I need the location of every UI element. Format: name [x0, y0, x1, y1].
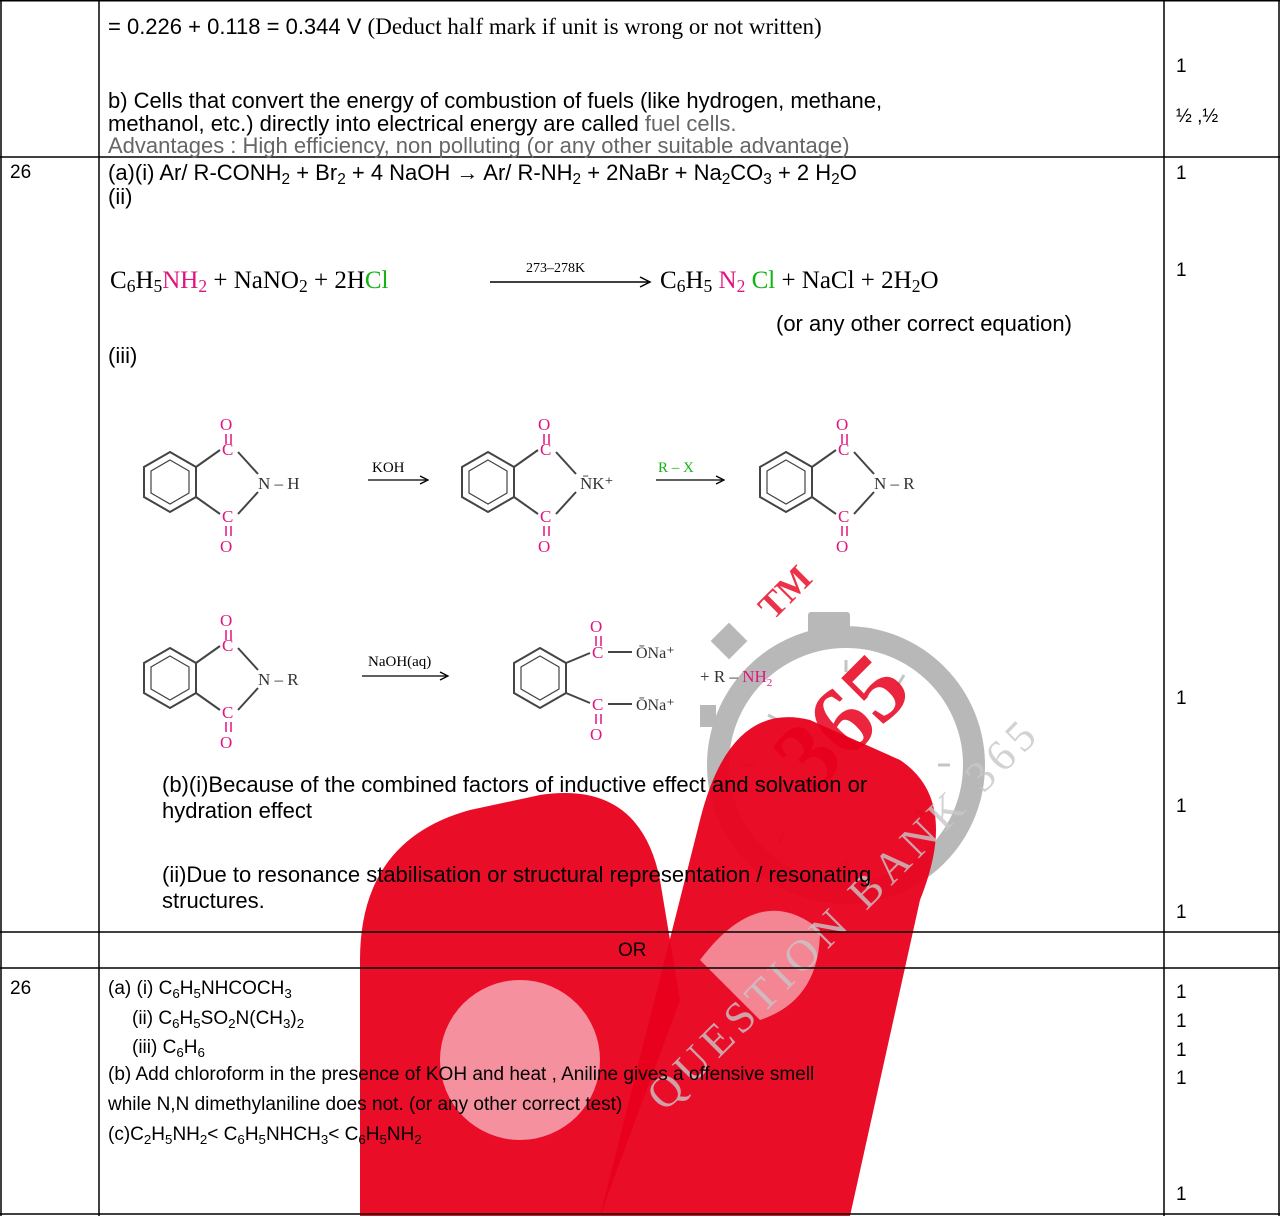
reaction-arrow: 273–278K: [490, 261, 652, 288]
basicity-reason-line2: hydration effect: [162, 798, 313, 823]
svg-text:NaOH(aq): NaOH(aq): [368, 654, 431, 670]
mark: 1: [1176, 260, 1187, 281]
svg-text:ŌNa⁺: ŌNa⁺: [636, 645, 675, 662]
basicity-order: (c)C2H5NH2< C6H5NHCH3< C6H5NH2: [108, 1124, 422, 1147]
carbylamine-test-line2: while N,N dimethylaniline does not. (or …: [108, 1094, 623, 1115]
svg-text:N – R: N – R: [258, 670, 299, 689]
mark: 1: [1176, 796, 1187, 817]
mark: 1: [1176, 56, 1187, 77]
mark: 1: [1176, 982, 1187, 1003]
part-ii-label: (ii): [108, 184, 133, 209]
part-iii-label: (iii): [108, 343, 138, 368]
mark: ½ ,½: [1176, 106, 1219, 127]
fuel-cell-advantages: Advantages : High efficiency, non pollut…: [108, 133, 850, 158]
svg-text:N – R: N – R: [874, 474, 915, 493]
mark: 1: [1176, 1184, 1187, 1205]
basicity-reason-line1: (b)(i)Because of the combined factors of…: [162, 772, 868, 797]
mark: 1: [1176, 1040, 1187, 1061]
mark: 1: [1176, 902, 1187, 923]
svg-text:O: O: [590, 617, 602, 636]
resonance-reason-line1: (ii)Due to resonance stabilisation or st…: [162, 862, 872, 887]
product-benzene: (iii) C6H6: [132, 1037, 205, 1060]
gabriel-synthesis-diagram: C C O O N – H KOH N̄K⁺ R – X N – R N – R…: [100, 400, 915, 760]
question-number: 26: [10, 162, 32, 183]
product-sulphonamide: (ii) C6H5SO2N(CH3)2: [132, 1008, 305, 1031]
hofmann-equation: (a)(i) Ar/ R-CONH2 + Br2 + 4 NaOH → Ar/ …: [108, 160, 857, 188]
alt-equation-note: (or any other correct equation): [776, 311, 1072, 336]
or-separator: OR: [618, 940, 647, 961]
mark: 1: [1176, 1068, 1187, 1089]
svg-text:+ R – NH2: + R – NH2: [700, 667, 772, 689]
diazonium-product: C6H5 N2 Cl + NaCl + 2H2O: [660, 267, 939, 296]
question-number: 26: [10, 978, 32, 999]
mark: 1: [1176, 1011, 1187, 1032]
fuel-cell-def-line2: methanol, etc.) directly into electrical…: [108, 111, 737, 136]
svg-text:ŌNa⁺: ŌNa⁺: [636, 697, 675, 714]
emf-calculation: = 0.226 + 0.118 = 0.344 V (Deduct half m…: [108, 14, 822, 39]
svg-text:C: C: [592, 643, 603, 662]
svg-text:R – X: R – X: [658, 460, 694, 476]
svg-text:C: C: [592, 695, 603, 714]
mark: 1: [1176, 688, 1187, 709]
svg-text:273–278K: 273–278K: [526, 261, 585, 276]
diazotization-equation: C6H5NH2 + NaNO2 + 2HCl: [110, 267, 389, 296]
svg-text:N̄K⁺: N̄K⁺: [580, 474, 614, 493]
mark: 1: [1176, 163, 1187, 184]
carbylamine-test-line1: (b) Add chloroform in the presence of KO…: [108, 1064, 815, 1085]
product-acetanilide: (a) (i) C6H5NHCOCH3: [108, 978, 292, 1001]
resonance-reason-line2: structures.: [162, 888, 265, 913]
svg-text:N – H: N – H: [258, 474, 300, 493]
svg-text:KOH: KOH: [372, 460, 405, 476]
fuel-cell-def-line1: b) Cells that convert the energy of comb…: [108, 88, 883, 113]
svg-text:O: O: [590, 725, 602, 744]
